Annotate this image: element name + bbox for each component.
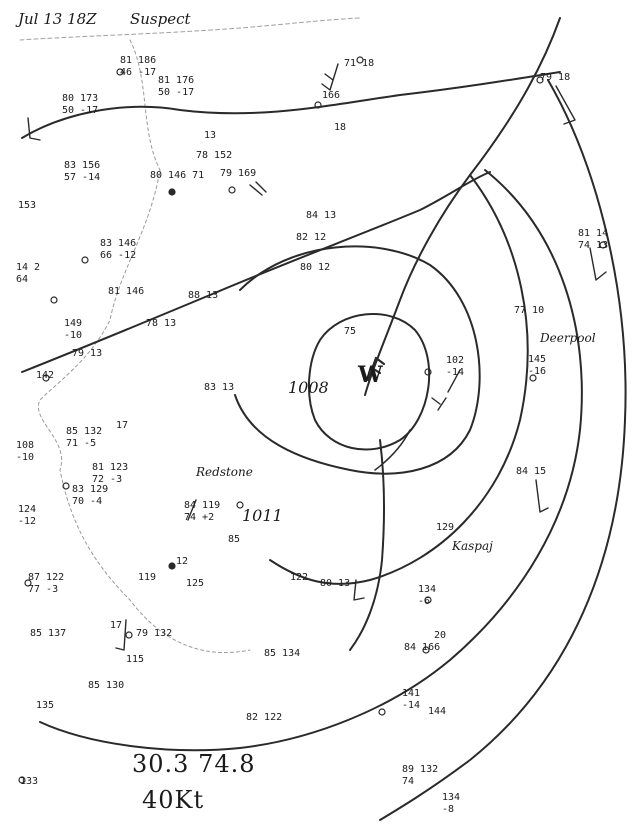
station-c-6: 102 -14 [446, 355, 465, 378]
station-sw-9: 135 [36, 700, 55, 711]
trough-cusp [374, 429, 411, 471]
station-w-9: 88 13 [188, 290, 219, 301]
storm-intensity: 40Kt [142, 786, 205, 814]
coastline-north [19, 17, 361, 41]
station-w-10: 78 13 [146, 318, 177, 329]
isobar-1008 [234, 245, 481, 475]
station-n-1: 71 18 [344, 58, 375, 69]
station-c-7: 84 119 74 +2 [184, 500, 221, 523]
station-c-3: 80 146 71 [150, 170, 205, 181]
station-w-17: 17 [116, 420, 129, 431]
station-e-2: 77 10 [514, 305, 545, 316]
isobar-outer-north [21, 71, 561, 139]
station-se-8: 134 -8 [442, 792, 461, 815]
station-w-19: 83 129 70 -4 [72, 484, 109, 507]
station-c-5: 75 [344, 326, 357, 337]
isobar-inner [307, 313, 431, 451]
isobar-west-front [21, 171, 491, 373]
station-e-1: 81 14 74 13 [578, 228, 609, 251]
station-w-18: 81 123 72 -3 [92, 462, 129, 485]
station-sw-3: 125 [186, 578, 205, 589]
station-nw-1: 81 186 46 -17 [120, 55, 157, 78]
station-se-7: 89 132 74 [402, 764, 439, 787]
station-ne-1: 79 18 [540, 72, 571, 83]
isobar-1011 [269, 174, 529, 585]
station-se-6: 144 [428, 706, 447, 717]
station-n-3: 18 [334, 122, 347, 133]
station-sw-10: 133 [20, 776, 39, 787]
storm-position: 30.3 74.8 [132, 750, 256, 778]
station-s-2: 80 13 [320, 578, 351, 589]
trough-south [349, 439, 386, 651]
storm-center-symbol: W [358, 362, 383, 388]
station-se-4: 84 166 [404, 642, 441, 653]
station-w-12: 79 13 [72, 348, 103, 359]
place-deerpool: Deerpool [540, 331, 596, 345]
place-redstone: Redstone [196, 465, 253, 479]
station-w-20: 124 -12 [18, 504, 37, 527]
station-nw-2: 81 176 50 -17 [158, 75, 195, 98]
trough-line [364, 17, 561, 396]
station-sw-4: 12 [176, 556, 189, 567]
station-w-1: 83 156 57 -14 [64, 160, 101, 183]
station-sw-5: 85 137 [30, 628, 67, 639]
isobar-eastern-arc [39, 169, 583, 752]
station-w-15: 85 132 71 -5 [66, 426, 103, 449]
station-w-3: 84 13 [306, 210, 337, 221]
station-w-11: 149 -10 [64, 318, 83, 341]
station-w-14: 83 13 [204, 382, 235, 393]
station-c-1: 13 [204, 130, 217, 141]
station-se-5: 141 -14 [402, 688, 421, 711]
station-c-4: 79 169 [220, 168, 257, 179]
station-w-7: 14 2 64 [16, 262, 41, 285]
station-sw-6: 79 132 [136, 628, 173, 639]
station-circles [18, 56, 607, 784]
station-w-8: 81 146 [108, 286, 145, 297]
station-c-8: 85 [228, 534, 241, 545]
station-sw-1: 87 122 77 -3 [28, 572, 65, 595]
storm-status-label: Suspect [130, 10, 191, 28]
station-se-3: 20 [434, 630, 447, 641]
station-sw-2: 119 [138, 572, 157, 583]
station-w-6: 83 146 66 -12 [100, 238, 137, 261]
station-w-16: 108 -10 [16, 440, 35, 463]
station-sw-7: 115 [126, 654, 145, 665]
station-e-4: 84 15 [516, 466, 547, 477]
station-w-2: 153 [18, 200, 37, 211]
station-w-4: 82 12 [296, 232, 327, 243]
isobar-label-1008: 1008 [288, 378, 329, 397]
isobar-far-east [379, 79, 627, 821]
station-w-13: 142 [36, 370, 55, 381]
station-e-3: 145 -16 [528, 354, 547, 377]
station-c-2: 78 152 [196, 150, 233, 161]
map-date-time: Jul 13 18Z [18, 10, 97, 28]
coastline [37, 39, 251, 654]
station-s-4: 82 122 [246, 712, 283, 723]
isobar-label-1011: 1011 [242, 506, 283, 525]
station-n-2: 166 [322, 90, 341, 101]
station-se-1: 129 [436, 522, 455, 533]
center-wind-barbs [366, 356, 386, 382]
station-sw-11: 17 [110, 620, 123, 631]
station-nw-3: 80 173 50 -17 [62, 93, 99, 116]
station-se-2: 134 -6 [418, 584, 437, 607]
station-s-1: 122 [290, 572, 309, 583]
station-w-5: 80 12 [300, 262, 331, 273]
station-s-3: 85 134 [264, 648, 301, 659]
station-wind-barbs [27, 63, 607, 651]
place-kaspaj: Kaspaj [452, 539, 493, 553]
station-sw-8: 85 130 [88, 680, 125, 691]
